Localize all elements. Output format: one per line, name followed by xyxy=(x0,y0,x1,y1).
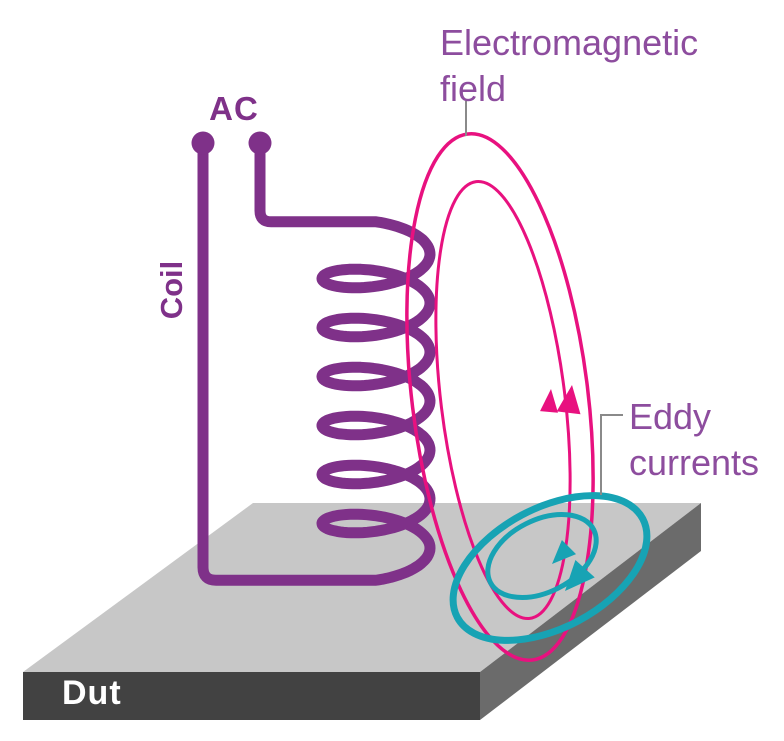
electromagnetic-field-label: Electromagnetic field xyxy=(440,22,699,109)
plate-top-face xyxy=(23,503,701,672)
eddy-leader-line xyxy=(600,414,623,495)
eddy-arrow-small xyxy=(552,539,577,564)
ac-terminal-left-dot xyxy=(191,131,215,155)
eddy-loop-inner xyxy=(485,512,599,600)
ac-terminal-right-dot xyxy=(248,131,272,155)
field-line-inner xyxy=(434,180,572,620)
field-arrow-large xyxy=(556,385,581,415)
plate-front-face xyxy=(23,672,480,720)
coil-label: Coil xyxy=(154,260,189,320)
eddy-arrow-large xyxy=(565,560,595,591)
eddy-loop-outer xyxy=(449,492,651,644)
field-arrow-small xyxy=(540,389,558,413)
dut-label: Dut xyxy=(62,674,122,712)
ac-label: AC xyxy=(209,90,259,127)
field-line-outer xyxy=(405,132,595,662)
coil-circuit-wire xyxy=(197,137,436,586)
eddy-currents-label: Eddy currents xyxy=(629,396,760,483)
